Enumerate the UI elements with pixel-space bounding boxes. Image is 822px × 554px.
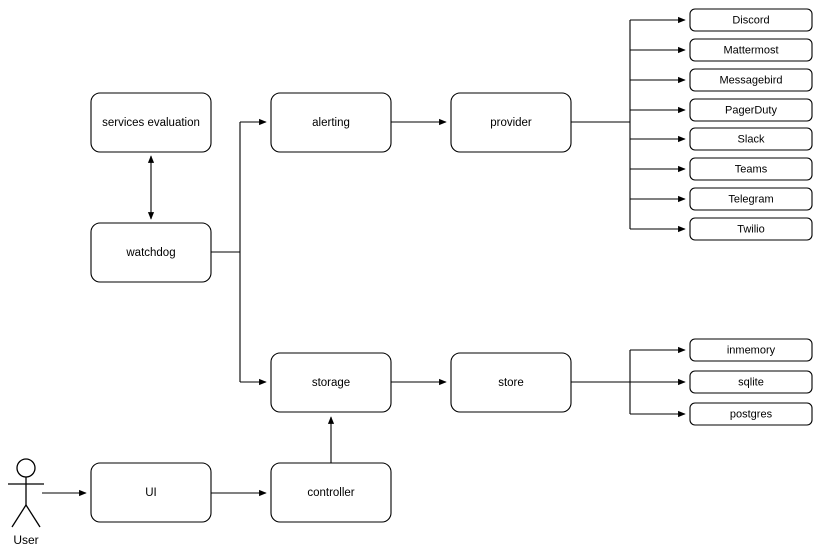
node-store[interactable]: store [450, 352, 572, 413]
node-controller-box [270, 462, 392, 523]
leaf-mattermost-box [689, 38, 813, 62]
leaf-slack-box [689, 127, 813, 151]
leaf-twilio[interactable]: Twilio [689, 217, 813, 241]
actor-user[interactable]: User [8, 458, 44, 547]
node-ui[interactable]: UI [90, 462, 212, 523]
leaf-pagerduty-label: PagerDuty [725, 104, 777, 116]
node-watchdog-label: watchdog [125, 247, 175, 259]
leaf-messagebird-box [689, 68, 813, 92]
node-services-evaluation-label: services evaluation [102, 117, 200, 129]
node-services-evaluation-box [90, 92, 212, 153]
leaf-sqlite-box [689, 370, 813, 394]
leaf-teams[interactable]: Teams [689, 157, 813, 181]
leaf-inmemory-box [689, 338, 813, 362]
leaf-mattermost[interactable]: Mattermost [689, 38, 813, 62]
leaf-sqlite[interactable]: sqlite [689, 370, 813, 394]
leaf-teams-label: Teams [735, 163, 768, 175]
node-provider-label: provider [490, 117, 532, 129]
node-provider[interactable]: provider [450, 92, 572, 153]
leaf-mattermost-label: Mattermost [723, 44, 778, 56]
leaf-messagebird-label: Messagebird [720, 74, 783, 86]
node-ui-box [90, 462, 212, 523]
node-store-box [450, 352, 572, 413]
actor-head-icon [16, 458, 36, 478]
leaf-telegram-label: Telegram [728, 193, 773, 205]
node-watchdog-box [90, 222, 212, 283]
leaf-messagebird[interactable]: Messagebird [689, 68, 813, 92]
node-storage[interactable]: storage [270, 352, 392, 413]
node-controller[interactable]: controller [270, 462, 392, 523]
leaf-teams-box [689, 157, 813, 181]
node-storage-label: storage [312, 377, 350, 389]
leaf-pagerduty[interactable]: PagerDuty [689, 98, 813, 122]
leaf-postgres-box [689, 402, 813, 426]
node-store-label: store [498, 377, 524, 389]
leaf-slack[interactable]: Slack [689, 127, 813, 151]
leaf-pagerduty-box [689, 98, 813, 122]
leaf-postgres-label: postgres [730, 408, 773, 420]
leaf-discord-label: Discord [732, 14, 769, 26]
node-alerting-label: alerting [312, 117, 350, 129]
node-ui-label: UI [145, 487, 157, 499]
leaf-discord[interactable]: Discord [689, 8, 813, 32]
leaf-slack-label: Slack [738, 133, 765, 145]
leaf-twilio-label: Twilio [737, 223, 765, 235]
node-alerting-box [270, 92, 392, 153]
leaf-telegram[interactable]: Telegram [689, 187, 813, 211]
leaf-inmemory[interactable]: inmemory [689, 338, 813, 362]
actor-user-label: User [13, 533, 38, 547]
node-controller-label: controller [307, 487, 354, 499]
node-provider-box [450, 92, 572, 153]
node-storage-box [270, 352, 392, 413]
leaf-inmemory-label: inmemory [727, 344, 776, 356]
leaf-postgres[interactable]: postgres [689, 402, 813, 426]
leaf-twilio-box [689, 217, 813, 241]
actor-leg-left-icon [11, 504, 27, 528]
node-watchdog[interactable]: watchdog [90, 222, 212, 283]
leaf-telegram-box [689, 187, 813, 211]
leaf-sqlite-label: sqlite [738, 376, 764, 388]
node-alerting[interactable]: alerting [270, 92, 392, 153]
leaf-discord-box [689, 8, 813, 32]
actor-leg-right-icon [25, 504, 41, 528]
node-services-evaluation[interactable]: services evaluation [90, 92, 212, 153]
